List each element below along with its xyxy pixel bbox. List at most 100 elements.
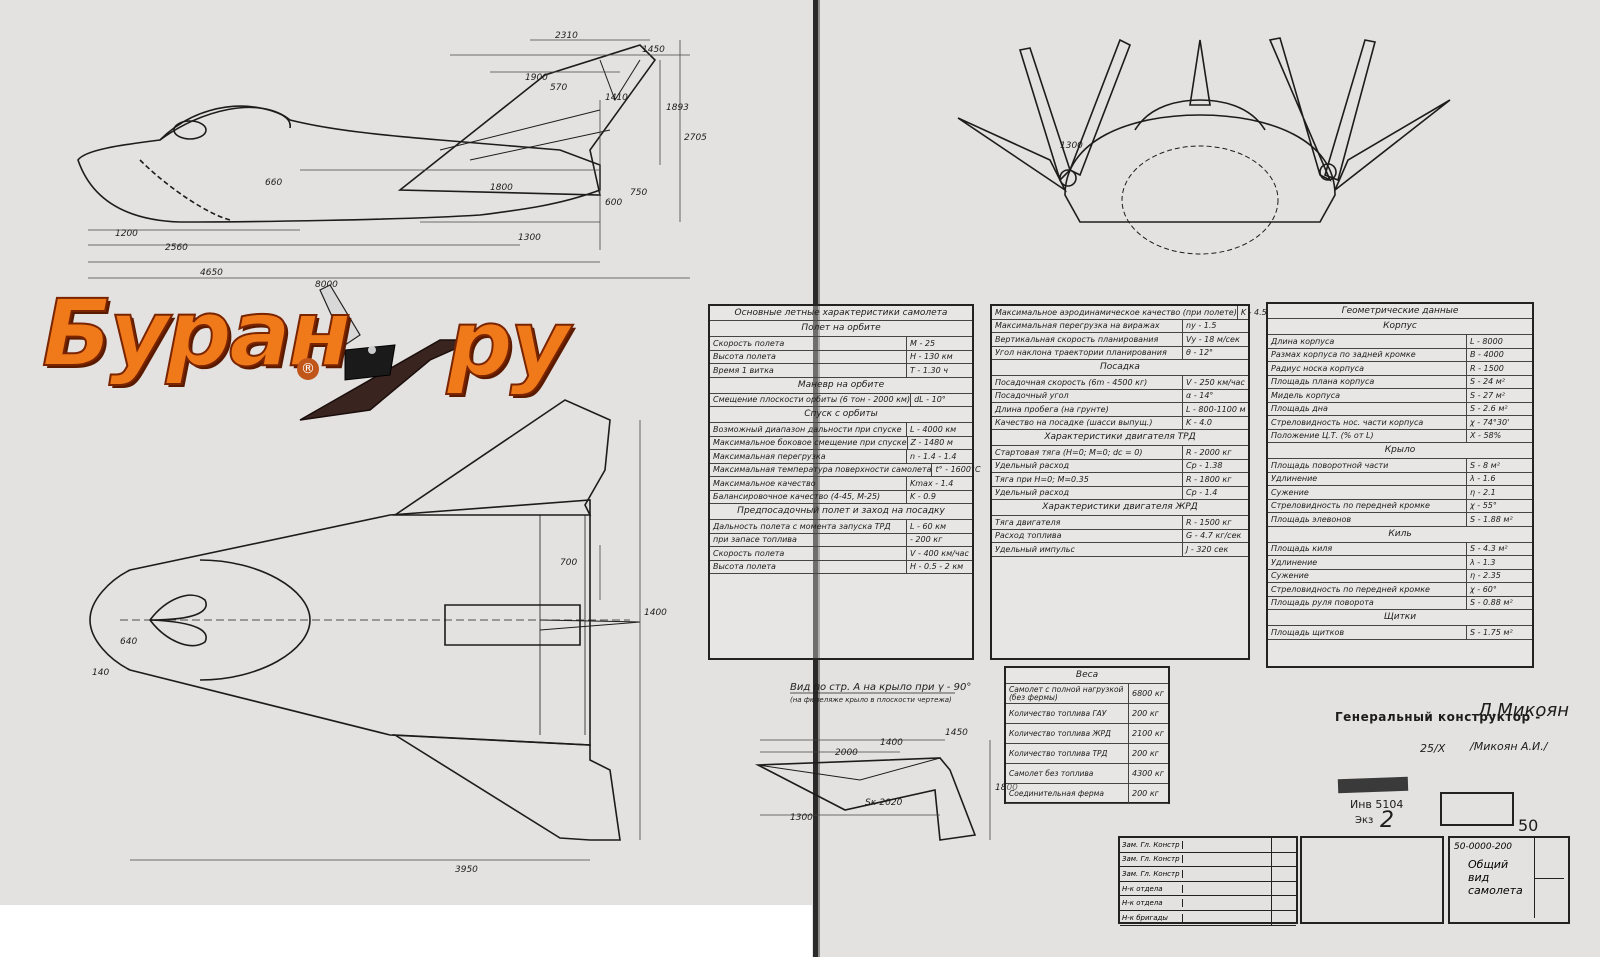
row-label: Скорость полета: [713, 338, 785, 348]
row-label: Количество топлива ЖРД: [1009, 728, 1111, 738]
row-value: t° - 1600°C: [931, 463, 981, 476]
chief-designer-signature: Л.Микоян: [1478, 700, 1569, 721]
row-value: λ - 1.3: [1466, 556, 1532, 569]
dim-side-5: 1410: [605, 93, 628, 103]
chief-designer-title: Генеральный конструктор -: [1335, 710, 1541, 724]
row-label: Угол наклона траектории планирования: [995, 348, 1167, 358]
signature-date: 25/X: [1420, 742, 1446, 755]
row-label: Возможный диапазон дальности при спуске: [713, 424, 902, 434]
titleblock-role: Зам. Гл. Констр: [1120, 869, 1183, 878]
row-label: Соединительная ферма: [1009, 788, 1104, 798]
right-drawing-sheet: [812, 0, 1600, 957]
row-value: R - 1500: [1466, 362, 1532, 375]
row-value: S - 2.6 м²: [1466, 402, 1532, 415]
front-view-body: [1064, 114, 1336, 223]
row-label: Удельный расход: [995, 461, 1069, 471]
row-value: L - 800-1100 м: [1182, 403, 1248, 416]
spec-table: Основные летные характеристики самолета …: [708, 304, 981, 660]
view-a-caption: Вид по стр. А на крыло при γ - 90°: [790, 682, 971, 693]
row-value: S - 1.88 м²: [1466, 513, 1532, 526]
table-row: Площадь элевонов S - 1.88 м²: [1268, 513, 1532, 527]
row-value: Cр - 1.4: [1182, 486, 1248, 499]
dim-side-7: 2705: [684, 133, 707, 143]
titleblock-row: Зам. Гл. Констр: [1120, 852, 1296, 868]
dim-side-11: 750: [630, 188, 647, 198]
row-label: Удлинение: [1271, 557, 1318, 567]
row-value: 4300 кг: [1128, 764, 1168, 783]
row-label: Длина корпуса: [1271, 336, 1335, 346]
row-label: Максимальная температура поверхности сам…: [713, 465, 932, 475]
row-label: Посадочная скорость (6m - 4500 кг): [995, 377, 1148, 387]
titleblock-row: Зам. Гл. Констр: [1120, 867, 1296, 882]
table-section-title: Характеристики двигателя ТРД: [992, 430, 1248, 446]
row-label: Стартовая тяга (H=0; M=0; dc = 0): [995, 447, 1143, 457]
row-value: S - 4.3 м²: [1466, 542, 1532, 555]
sheet-fold-line: [813, 0, 818, 957]
table-section-title: Щитки: [1268, 610, 1532, 626]
front-view-canopy: [1134, 99, 1266, 131]
dim-side-4: 570: [550, 83, 567, 93]
row-value: Kmax - 1.4: [906, 477, 972, 490]
top-view-cockpit: [148, 594, 207, 647]
row-value: K - 0.9: [906, 490, 972, 503]
row-label: Стреловидность по передней кромке: [1271, 584, 1430, 594]
dim-top-1: 700: [560, 558, 577, 568]
row-value: X - 58%: [1466, 429, 1532, 442]
row-label: при запасе топлива: [713, 535, 797, 545]
row-label: Размах корпуса по задней кромке: [1271, 350, 1416, 360]
copy-label: Экз: [1355, 815, 1374, 826]
side-view-fuselage: [77, 106, 601, 223]
table-row: Максимальная температура поверхности сам…: [710, 463, 981, 477]
dim-side-8: 600: [605, 198, 622, 208]
row-value: M - 25: [906, 337, 972, 350]
row-label: Самолет с полной нагрузкой (без фермы): [1009, 684, 1124, 702]
dim-view-4: 1800: [995, 783, 1018, 793]
table-row: Качество на посадке (шасси выпущ.)K - 4.…: [992, 416, 1248, 430]
dim-top-4: 140: [92, 668, 109, 678]
dim-side-16: 8000: [315, 280, 338, 290]
front-view-right-wing: [1334, 99, 1451, 191]
row-label: Смещение плоскости орбиты (6 тон - 2000 …: [713, 395, 911, 405]
row-value: V - 400 км/час: [906, 547, 972, 560]
dim-side-14: 2560: [165, 243, 188, 253]
row-value: 6800 кг: [1128, 684, 1168, 703]
row-label: Посадочный угол: [995, 391, 1069, 401]
table-section-title: Спуск с орбиты: [710, 407, 972, 423]
row-value: Cр - 1.38: [1182, 459, 1248, 472]
row-value: S - 24 м²: [1466, 375, 1532, 388]
table-row: Смещение плоскости орбиты (6 тон - 2000 …: [710, 393, 972, 407]
row-value: K - 4.0: [1182, 416, 1248, 429]
table-row: Удельный расход Cр - 1.38: [992, 459, 1248, 473]
row-label: Дальность полета с момента запуска ТРД: [713, 521, 891, 531]
dim-side-9: 1300: [518, 233, 541, 243]
table-row: Скорость полета M - 25: [710, 337, 972, 351]
row-value: Vy - 18 м/сек: [1182, 333, 1248, 346]
row-label: Площадь элевонов: [1271, 514, 1352, 524]
dim-top-3: 1400: [644, 608, 667, 618]
table-section-title: Полет на орбите: [710, 321, 972, 337]
row-label: Длина пробега (на грунте): [995, 404, 1109, 414]
row-label: Вертикальная скорость планирования: [995, 334, 1159, 344]
dim-side-10: 1800: [490, 183, 513, 193]
titleblock-role: Н-к отдела: [1120, 884, 1183, 893]
table-row: Балансировочное качество (4-45, M-25)K -…: [710, 490, 972, 504]
side-view-fin: [397, 44, 657, 196]
dim-side-6: 1893: [666, 103, 689, 113]
